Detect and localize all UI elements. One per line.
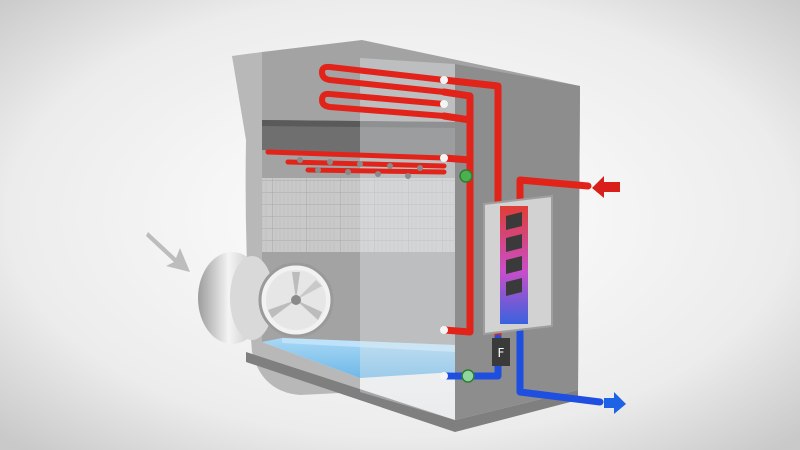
- spray-header: [265, 149, 447, 175]
- hot-inlet-arrow-icon: [592, 176, 620, 198]
- drift-eliminator: [262, 120, 455, 158]
- filter-label: F: [498, 346, 505, 360]
- filter: F: [492, 338, 510, 366]
- casing-floor: [246, 352, 578, 432]
- cold-outlet-arrow-icon: [604, 392, 626, 414]
- heat-exchanger: [483, 194, 553, 336]
- spray-nozzles: [297, 157, 423, 179]
- valves: [440, 76, 475, 383]
- casing-left-wall: [232, 52, 360, 395]
- fill-media: [262, 178, 455, 252]
- glass-panel: [360, 58, 455, 420]
- air-inlet-arrow-icon: [146, 232, 190, 272]
- fan-icon: [258, 262, 334, 338]
- heating-coil: [319, 63, 447, 119]
- fan-motor: [198, 252, 274, 344]
